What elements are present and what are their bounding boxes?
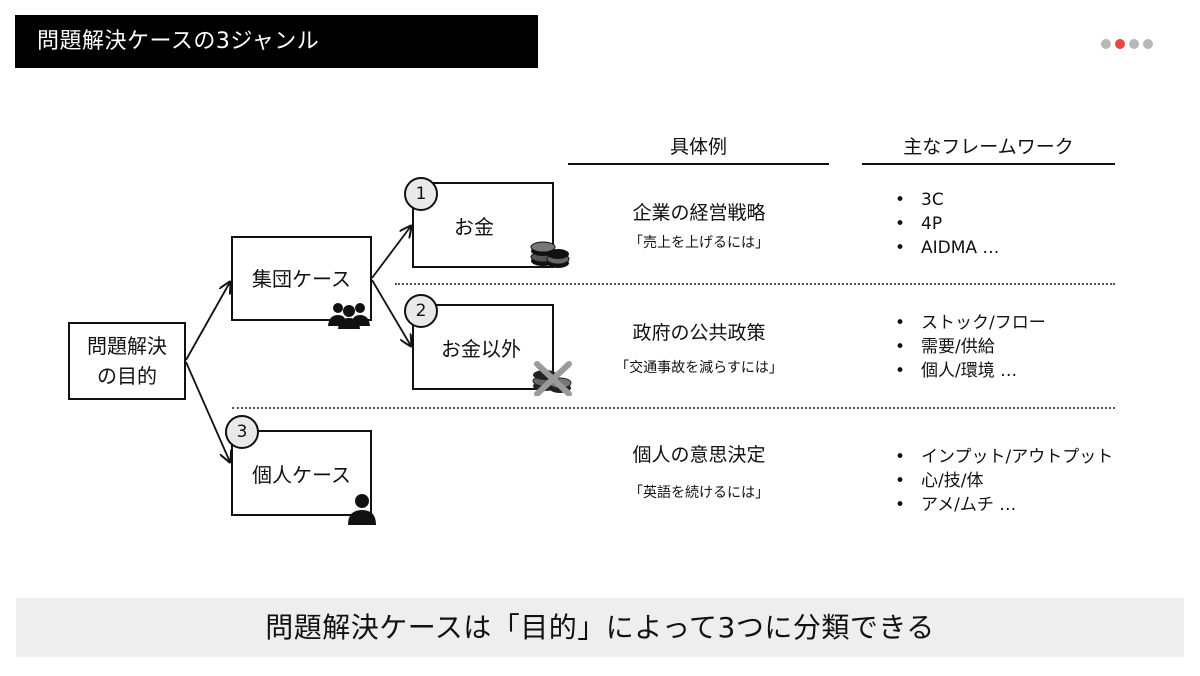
example-title-2: 政府の公共政策 [632,322,766,344]
examples-header-underline [568,163,829,165]
group-case-label: 集団ケース [252,267,351,291]
frameworks-header-underline [862,163,1115,165]
coins-icon [530,241,570,268]
example-title-3: 個人の意思決定 [632,444,766,466]
page-dot-4[interactable] [1143,39,1153,49]
group-case-box: 集団ケース [231,236,372,321]
root-purpose-box: 問題解決 の目的 [68,322,186,400]
list-item: •需要/供給 [895,337,995,357]
page-dot-1[interactable] [1101,39,1111,49]
slide-title: 問題解決ケースの3ジャンル [15,15,538,68]
number-badge-1: 1 [404,177,438,211]
list-item: •AIDMA … [895,238,1000,258]
person-icon [348,494,376,525]
money-label: お金 [454,214,494,239]
page-indicator[interactable] [1101,39,1153,49]
list-item: •4P [895,214,943,234]
root-purpose-label: 問題解決 の目的 [87,334,167,388]
example-title-1: 企業の経営戦略 [632,202,766,224]
arrow-root-to-group [185,282,230,361]
framework-list-3: •インプット/アウトプット •心/技/体 •アメ/ムチ … [895,445,1113,517]
list-item: •個人/環境 … [895,361,1018,381]
example-subtitle-2: 「交通事故を減らすには」 [615,360,783,376]
non-money-label: お金以外 [441,336,521,361]
list-item: •アメ/ムチ … [895,495,1017,515]
arrow-group-to-money [371,226,411,279]
group-people-icon [328,303,370,329]
list-item: •心/技/体 [895,471,984,491]
framework-list-1: •3C •4P •AIDMA … [895,188,999,260]
row-separator-2 [232,407,1115,409]
page-dot-3[interactable] [1129,39,1139,49]
individual-case-label: 個人ケース [252,462,351,487]
number-badge-2: 2 [404,294,438,328]
framework-list-2: •ストック/フロー •需要/供給 •個人/環境 … [895,311,1046,383]
coins-crossed-icon [532,361,572,396]
example-subtitle-1: 「売上を上げるには」 [629,235,769,251]
examples-header: 具体例 [669,136,727,158]
list-item: •ストック/フロー [895,313,1046,333]
list-item: •インプット/アウトプット [895,447,1114,467]
individual-case-box: 個人ケース [231,430,372,516]
frameworks-header: 主なフレームワーク [903,136,1074,158]
example-subtitle-3: 「英語を続けるには」 [629,485,769,501]
row-separator-1 [395,283,1115,285]
number-badge-3: 3 [225,415,259,449]
summary-banner: 問題解決ケースは「目的」によって3つに分類できる [16,598,1184,657]
arrow-group-to-nonmoney [371,279,411,346]
page-dot-2[interactable] [1115,39,1125,49]
list-item: •3C [895,190,944,210]
arrow-root-to-individual [185,361,230,462]
